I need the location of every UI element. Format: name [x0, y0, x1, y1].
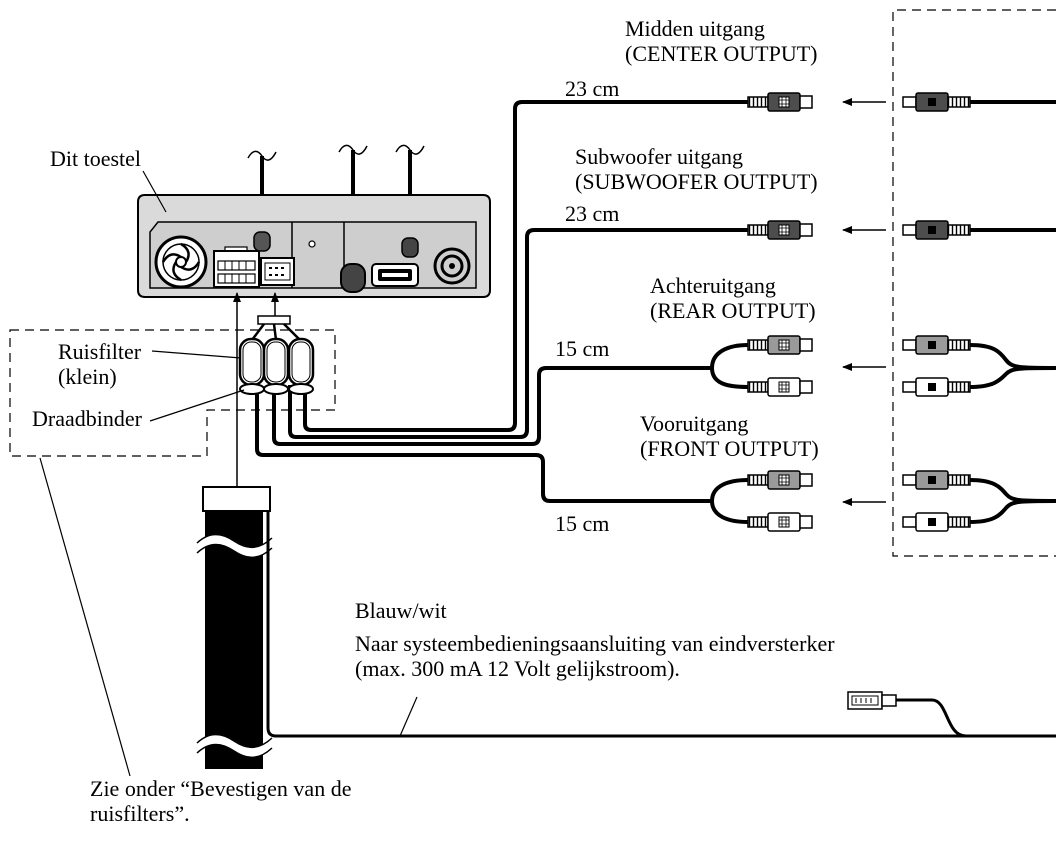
center-output-plug [747, 92, 813, 112]
filter-connector [257, 315, 291, 325]
rear-output-sublabel: (REAR OUTPUT) [650, 298, 816, 323]
amp-front-jack-left [902, 512, 971, 532]
subwoofer-output-sublabel: (SUBWOOFER OUTPUT) [575, 169, 818, 194]
front-output-cable-split-bottom [710, 500, 749, 524]
remote-lead-color: Blauw/wit [355, 598, 447, 623]
noise-filter-leader-line [151, 350, 242, 359]
main-harness-connector [213, 246, 260, 288]
cable-tie [239, 383, 265, 395]
remote-connector-wire [896, 698, 967, 738]
center-plug [340, 263, 366, 293]
rear-output-cable [272, 366, 712, 446]
rear-output-label: Achteruitgang [650, 273, 776, 298]
noise-filter-callout-box [9, 329, 336, 457]
filter-note-line1: Zie onder “Bevestigen van de [90, 776, 352, 801]
front-output-cable-split-top [710, 478, 749, 502]
right-cable-cut-icon [395, 144, 425, 155]
cable-tie-label: Draadbinder [32, 406, 142, 431]
head-unit [137, 144, 491, 298]
antenna-cable-cut-icon [247, 150, 277, 161]
front-output-caption: Vooruitgang (FRONT OUTPUT) [640, 411, 819, 461]
amp-front-jack-right [902, 470, 971, 490]
rear-output-cable-split-bottom [710, 367, 749, 389]
noise-filter-sublabel: (klein) [58, 364, 117, 389]
amp-rear-cable [969, 343, 1056, 389]
front-output-label: Vooruitgang [640, 411, 749, 436]
noise-filter-label: Ruisfilter [58, 339, 142, 364]
noise-filter [287, 337, 315, 387]
amplifier-cables [969, 100, 1056, 524]
front-cable-length: 15 cm [555, 511, 610, 536]
subwoofer-output-cable [288, 228, 748, 439]
cable-tie [288, 383, 314, 395]
filter-note: Zie onder “Bevestigen van de ruisfilters… [90, 776, 351, 826]
noise-filter-caption: Ruisfilter (klein) [58, 339, 141, 389]
filter-leads [251, 323, 301, 341]
output-cables [255, 100, 749, 524]
center-cable-length: 23 cm [565, 76, 620, 101]
front-output-cable [255, 385, 712, 503]
remote-lead-wire [266, 511, 1056, 738]
rear-output-cable-split-top [710, 343, 749, 369]
front-output-plug-right [747, 470, 813, 490]
noise-filter [238, 337, 266, 387]
amp-rear-jack-right [902, 335, 971, 355]
center-cable-cut-icon [338, 144, 368, 155]
note-leader-line [39, 457, 131, 777]
amplifier-callout-box [892, 9, 1056, 557]
remote-lead-leader-line [399, 696, 418, 737]
center-output-caption: Midden uitgang (CENTER OUTPUT) [625, 16, 817, 66]
remote-lead-caption: Blauw/wit Naar systeembedieningsaansluit… [355, 598, 835, 681]
amp-subwoofer-jack [902, 220, 971, 240]
remote-lead-connector [847, 691, 897, 710]
preout-connector [260, 257, 295, 286]
fan-icon [154, 235, 208, 289]
subwoofer-output-plug [747, 220, 813, 240]
cable-tie-leader-line [149, 389, 245, 422]
right-plug [401, 237, 419, 258]
subwoofer-output-label: Subwoofer uitgang [575, 144, 744, 169]
wiring-harness [197, 486, 272, 769]
head-unit-leader-line [142, 170, 167, 213]
cable-tie [263, 383, 289, 395]
rear-cable-length: 15 cm [555, 336, 610, 361]
center-output-sublabel: (CENTER OUTPUT) [625, 41, 818, 66]
rear-output-plug-left [747, 377, 813, 397]
filter-note-line2: ruisfilters”. [90, 801, 190, 826]
noise-filter-assembly [238, 315, 315, 395]
remote-lead-rating: (max. 300 mA 12 Volt gelijkstroom). [355, 656, 680, 681]
head-unit-label: Dit toestel [50, 146, 142, 171]
rear-output-plug-right [747, 335, 813, 355]
amp-center-jack [902, 92, 971, 112]
center-output-label: Midden uitgang [625, 16, 765, 41]
subwoofer-output-caption: Subwoofer uitgang (SUBWOOFER OUTPUT) [575, 144, 818, 194]
screw-hole [308, 240, 316, 248]
remote-lead-description: Naar systeembedieningsaansluiting van ei… [355, 631, 835, 656]
amp-front-cable [969, 478, 1056, 524]
amp-rear-jack-left [902, 377, 971, 397]
front-output-sublabel: (FRONT OUTPUT) [640, 436, 819, 461]
noise-filter [262, 337, 290, 387]
subwoofer-cable-length: 23 cm [565, 201, 620, 226]
ground-terminal-icon [433, 247, 471, 285]
bus-port [371, 263, 419, 287]
harness-connector-label [202, 486, 271, 512]
antenna-plug [253, 231, 271, 252]
front-output-plug-left [747, 512, 813, 532]
center-output-cable [303, 100, 748, 432]
rear-output-caption: Achteruitgang (REAR OUTPUT) [650, 273, 816, 323]
